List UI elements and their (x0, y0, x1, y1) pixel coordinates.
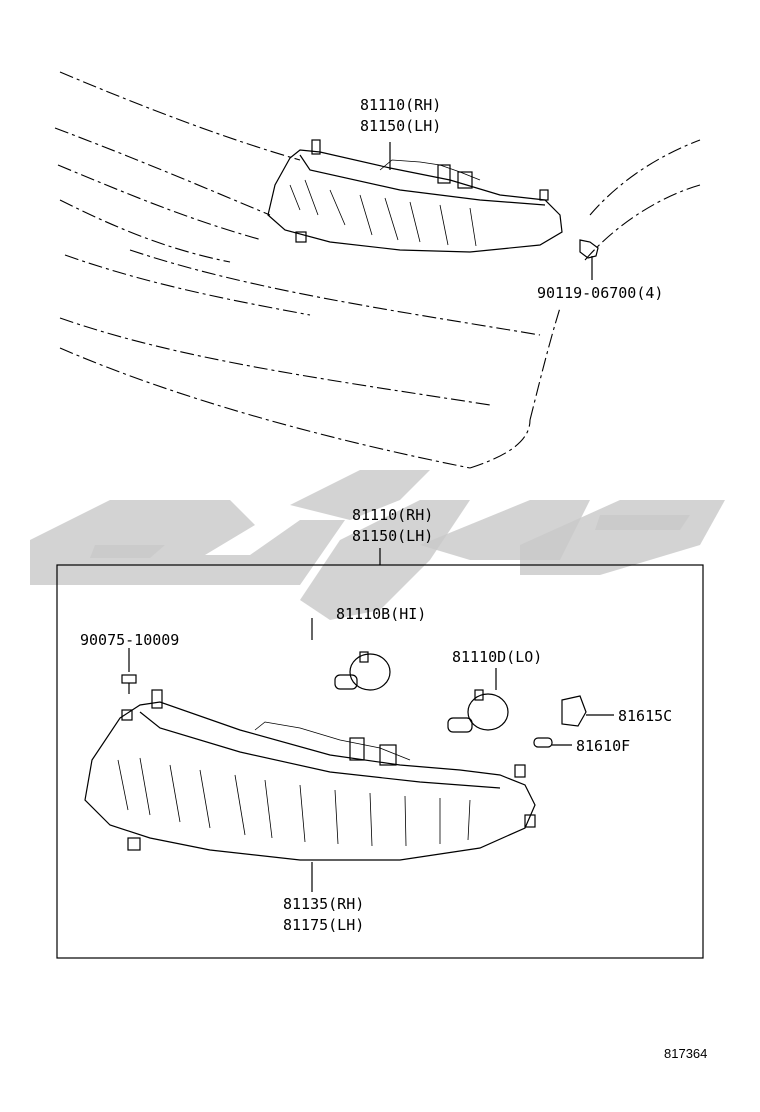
diagram-id: 817364 (664, 1046, 707, 1061)
lo-bulb-label: 81110D(LO) (452, 648, 542, 666)
screw-part-90075 (121, 648, 137, 694)
screw-label: 90075-10009 (80, 631, 179, 649)
lo-bulb-part (447, 668, 509, 733)
vehicle-body-outline (54, 71, 701, 469)
hi-bulb-label: 81110B(HI) (336, 605, 426, 623)
upper-headlamp-assembly (267, 139, 563, 253)
clip-part-90119 (579, 239, 599, 280)
box-assembly-label-lh: 81150(LH) (352, 527, 433, 545)
lower-headlamp-assembly (84, 689, 536, 892)
watermark-logo (30, 470, 725, 620)
hi-bulb-part (311, 618, 391, 691)
socket-label: 81615C (618, 707, 672, 725)
lens-label-rh: 81135(RH) (283, 895, 364, 913)
small-bulb-label: 81610F (576, 737, 630, 755)
clip-label: 90119-06700(4) (537, 284, 663, 302)
small-bulb-part-81610f (533, 737, 572, 748)
box-assembly-label-rh: 81110(RH) (352, 506, 433, 524)
socket-part-81615c (561, 695, 614, 727)
upper-assembly-label-rh: 81110(RH) (360, 96, 441, 114)
upper-assembly-label-lh: 81150(LH) (360, 117, 441, 135)
lens-label-lh: 81175(LH) (283, 916, 364, 934)
